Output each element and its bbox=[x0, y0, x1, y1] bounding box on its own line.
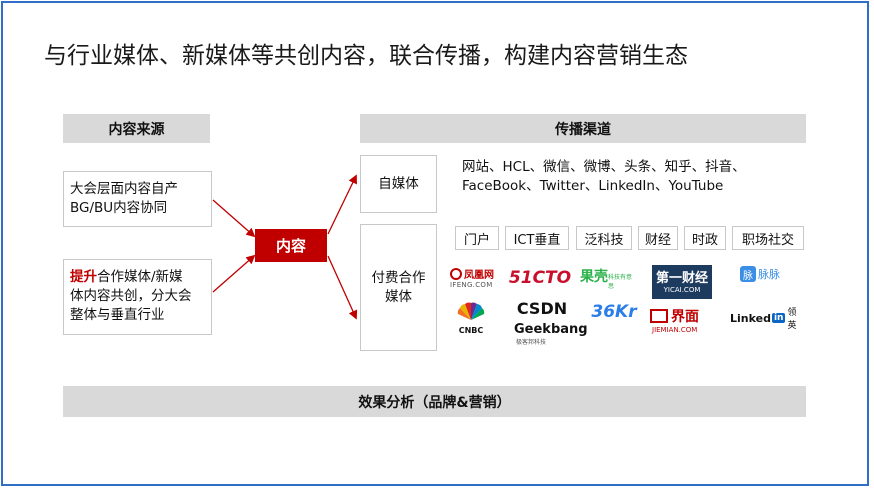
paid-media-box: 付费合作 媒体 bbox=[360, 224, 437, 351]
maimai-icon: 脉 bbox=[740, 266, 756, 282]
jiemian-icon bbox=[650, 309, 668, 323]
core-content-box: 内容 bbox=[255, 229, 327, 262]
paid-media-line: 媒体 bbox=[385, 288, 412, 305]
cnbc-logo: CNBC bbox=[454, 302, 490, 335]
effect-analysis-bar: 效果分析（品牌&营销） bbox=[63, 386, 806, 417]
guoke-logo: 果壳 科技有意思 bbox=[580, 269, 633, 290]
paid-media-line: 付费合作 bbox=[371, 269, 426, 286]
source-line: 提升合作媒体/新媒 bbox=[70, 268, 211, 287]
jiemian-logo: 界面 JIEMIAN.COM bbox=[650, 309, 699, 334]
csdn-logo: CSDN bbox=[516, 298, 568, 318]
slide-title: 与行业媒体、新媒体等共创内容，联合传播，构建内容营销生态 bbox=[44, 43, 688, 69]
source-line-rest: 合作媒体/新媒 bbox=[97, 269, 183, 285]
linkedin-in-badge: in bbox=[771, 313, 786, 323]
ifeng-logo: 凤凰网 IFENG.COM bbox=[450, 266, 502, 292]
51cto-logo: 51CTO bbox=[508, 268, 572, 288]
maimai-logo: 脉 脉脉 bbox=[740, 266, 790, 294]
peacock-icon bbox=[457, 302, 485, 320]
source-line: BG/BU内容协同 bbox=[70, 200, 168, 216]
source-box-partners: 提升合作媒体/新媒 体内容共创，分大会 整体与垂直行业 bbox=[63, 259, 212, 335]
geekbang-logo: Geekbang 极客邦科技 bbox=[514, 322, 588, 346]
self-media-list: 网站、HCL、微信、微博、头条、知乎、抖音、 FaceBook、Twitter、… bbox=[462, 158, 802, 196]
linkedin-logo: Linked in 领英 bbox=[730, 308, 797, 331]
category-portal: 门户 bbox=[455, 226, 499, 250]
yicai-logo: 第一财经 YICAI.COM bbox=[652, 265, 712, 299]
category-career-social: 职场社交 bbox=[732, 226, 804, 250]
channels-header: 传播渠道 bbox=[360, 114, 806, 143]
arrow-core-to-paid-media bbox=[327, 255, 358, 320]
source-line: 大会层面内容自产 bbox=[70, 181, 178, 197]
self-media-line: 网站、HCL、微信、微博、头条、知乎、抖音、 bbox=[462, 159, 746, 175]
self-media-line: FaceBook、Twitter、LinkedIn、YouTube bbox=[462, 178, 724, 194]
category-politics: 时政 bbox=[684, 226, 726, 250]
self-media-box: 自媒体 bbox=[360, 155, 437, 213]
36kr-logo: 36Kr bbox=[591, 302, 637, 322]
phoenix-icon bbox=[450, 267, 462, 280]
arrow-partners-to-core bbox=[212, 254, 256, 293]
source-header: 内容来源 bbox=[63, 114, 210, 143]
source-line: 整体与垂直行业 bbox=[70, 307, 165, 323]
category-tech: 泛科技 bbox=[576, 226, 632, 250]
arrow-core-to-self-media bbox=[327, 174, 357, 235]
category-ict: ICT垂直 bbox=[505, 226, 569, 250]
arrow-internal-to-core bbox=[212, 199, 256, 238]
source-line: 体内容共创，分大会 bbox=[70, 288, 192, 304]
source-box-internal: 大会层面内容自产 BG/BU内容协同 bbox=[63, 171, 212, 227]
category-finance: 财经 bbox=[638, 226, 678, 250]
highlight-text: 提升 bbox=[70, 269, 97, 285]
